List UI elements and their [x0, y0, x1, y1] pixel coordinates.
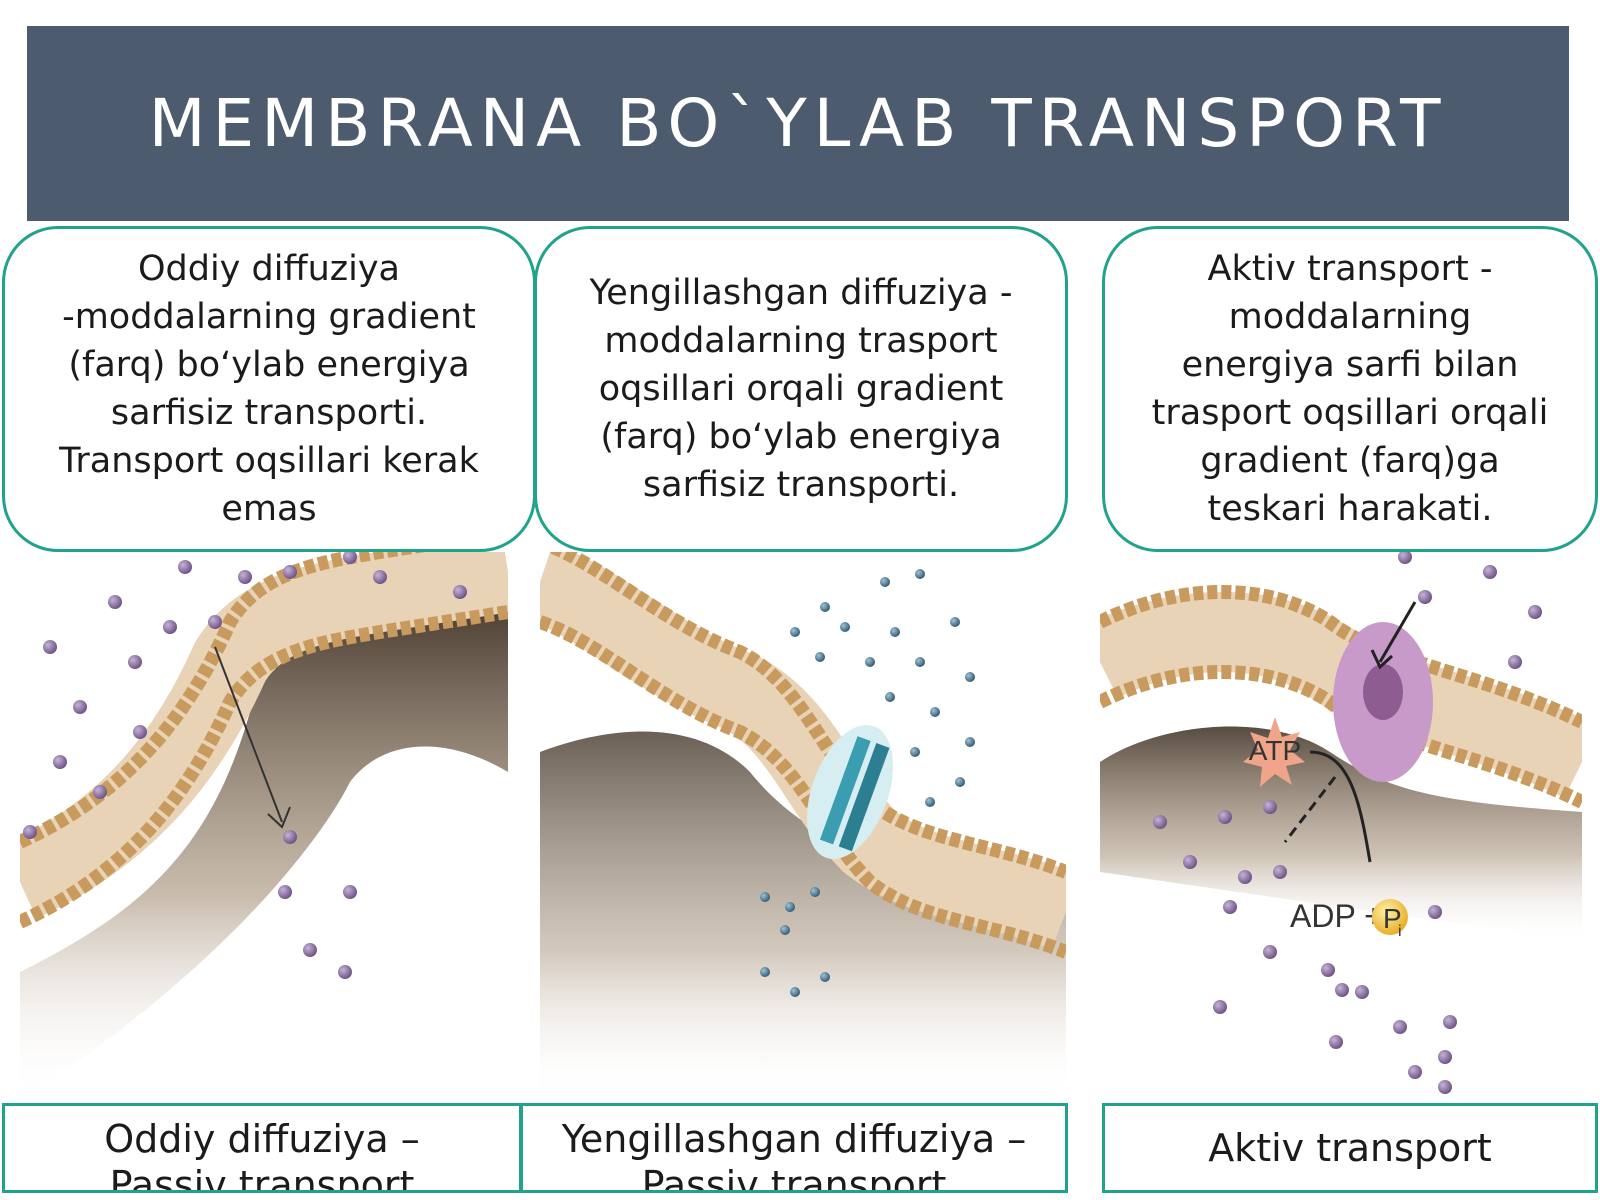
membrane-tails — [20, 552, 508, 919]
simple-diffusion-description: Oddiy diffuziya -moddalarning gradient (… — [2, 226, 536, 552]
desc-line: moddalarning trasport — [604, 321, 998, 361]
desc-line: sarfisiz transporti. — [110, 393, 428, 433]
desc-line: Yengillashgan diffuziya - — [589, 273, 1013, 313]
title-bar: MEMBRANA BO`YLAB TRANSPORT — [27, 26, 1569, 221]
arrow-head — [1370, 649, 1394, 670]
membrane-shadow — [1100, 726, 1582, 942]
molecules — [1153, 552, 1542, 1094]
adp-label: ADP + — [1290, 898, 1383, 934]
facilitated-diffusion-description: Yengillashgan diffuziya - moddalarning t… — [534, 226, 1068, 552]
pump-protein — [1333, 622, 1433, 782]
desc-line: teskari harakati. — [1207, 489, 1493, 529]
molecules — [760, 569, 975, 997]
desc-line: Transport oqsillari kerak — [59, 441, 479, 481]
desc-line: (farq) bo‘ylab energiya — [600, 417, 1002, 457]
membrane-shadow — [540, 731, 1066, 1100]
phosphate-icon — [1372, 899, 1408, 935]
caption-line: Passiv transport — [109, 1163, 415, 1193]
desc-line: trasport oqsillari orqali — [1151, 393, 1549, 433]
simple-diffusion-illustration — [20, 552, 508, 1100]
page-title: MEMBRANA BO`YLAB TRANSPORT — [148, 85, 1448, 162]
caption-line: Aktiv transport — [1208, 1126, 1492, 1170]
desc-line: -moddalarning gradient — [62, 297, 476, 337]
desc-line: Aktiv transport - — [1207, 249, 1493, 289]
membrane-shadow — [20, 592, 508, 1100]
arrow-head — [267, 806, 291, 829]
channel-protein — [807, 724, 893, 860]
molecules — [23, 552, 467, 979]
facilitated-diffusion-caption: Yengillashgan diffuziya – Passiv transpo… — [520, 1103, 1068, 1193]
diffusion-arrow — [214, 646, 283, 823]
membrane-outer-heads — [1100, 585, 1582, 729]
caption-line: Yengillashgan diffuziya – — [561, 1117, 1027, 1161]
pi-label: P — [1383, 903, 1402, 934]
dashed-release-arrow — [1283, 776, 1337, 843]
atp-to-adp-arrow — [1309, 750, 1372, 863]
desc-line: gradient (farq)ga — [1200, 441, 1500, 481]
membrane-tails — [1100, 592, 1582, 799]
atp-label: ATP — [1249, 735, 1301, 766]
desc-line: sarfisiz transporti. — [642, 465, 960, 505]
membrane-tails — [540, 552, 1066, 950]
pi-subscript: i — [1398, 923, 1402, 940]
membrane-outer-heads — [546, 552, 1066, 879]
desc-line: (farq) bo‘ylab energiya — [68, 345, 470, 385]
caption-line: Oddiy diffuziya – — [104, 1117, 420, 1161]
membrane-inner-heads — [20, 605, 508, 929]
desc-line: emas — [221, 489, 317, 529]
caption-line: Passiv transport — [641, 1163, 947, 1193]
active-transport-caption: Aktiv transport — [1102, 1103, 1598, 1193]
membrane-inner-heads — [540, 615, 1066, 959]
facilitated-diffusion-illustration — [540, 552, 1066, 1100]
active-transport-description: Aktiv transport - moddalarning energiya … — [1102, 226, 1598, 552]
desc-line: oqsillari orqali gradient — [598, 369, 1004, 409]
simple-diffusion-caption: Oddiy diffuziya – Passiv transport — [2, 1103, 522, 1193]
active-transport-illustration: ATP ADP + P i — [1100, 552, 1582, 1094]
desc-line: moddalarning — [1228, 297, 1472, 337]
membrane-inner-heads — [1100, 665, 1582, 809]
desc-line: Oddiy diffuziya — [137, 249, 401, 289]
atp-burst — [1243, 717, 1305, 787]
membrane-outer-heads — [20, 552, 426, 849]
pump-arrow — [1378, 601, 1417, 663]
desc-line: energiya sarfi bilan — [1181, 345, 1519, 385]
